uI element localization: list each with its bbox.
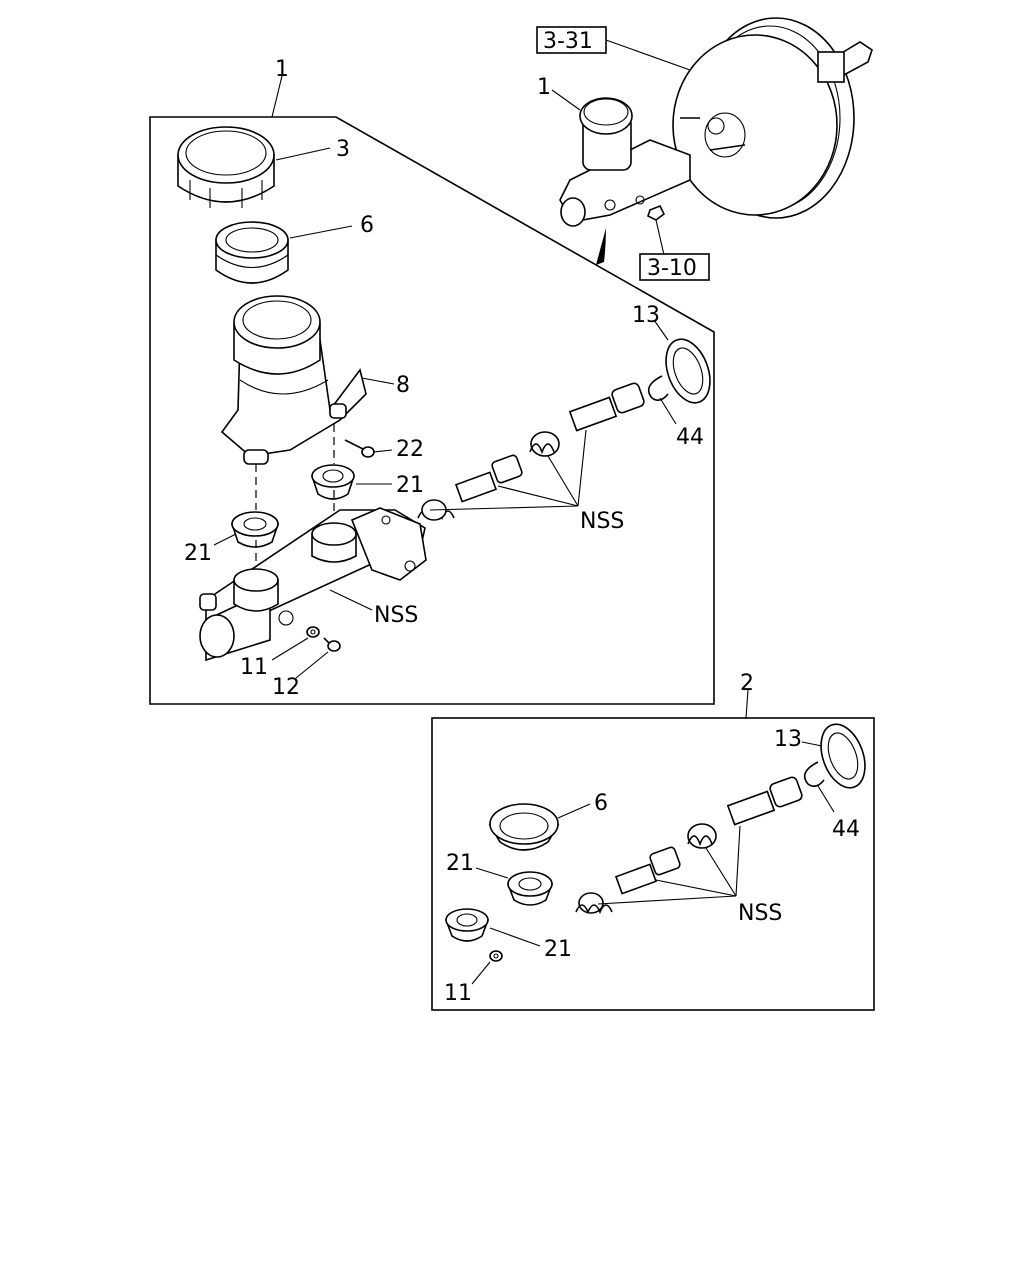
assembly-1-label: 1 — [275, 57, 289, 82]
master-cylinder-body: NSS — [199, 507, 427, 662]
clip-44-label: 44 — [676, 425, 704, 450]
springs-nss-label: NSS — [580, 509, 624, 534]
reservoir-seal: 6 — [215, 213, 374, 284]
fluid-reservoir: 8 — [220, 295, 410, 465]
clip-44: 44 — [647, 375, 704, 450]
seal-6-label: 6 — [360, 213, 374, 238]
kit-seal-6: 6 — [488, 791, 608, 851]
body-nss-label: NSS — [374, 603, 418, 628]
screw-22-label: 22 — [396, 437, 424, 462]
kit-nss-label: NSS — [738, 901, 782, 926]
seal-13-label: 13 — [632, 303, 660, 328]
kit-washer-11-label: 11 — [444, 981, 472, 1006]
bolt-12: 12 — [272, 637, 341, 700]
piston-spring-set-1: NSS — [417, 382, 645, 534]
grommet-21-left-label: 21 — [184, 541, 212, 566]
reservoir-label: 8 — [396, 373, 410, 398]
booster-ref-label: 3-31 — [543, 29, 593, 54]
kit-grommet-21-upper: 21 — [446, 851, 554, 906]
bolt-12-label: 12 — [272, 675, 300, 700]
reservoir-cap: 3 — [177, 126, 350, 208]
kit-washer-11: 11 — [444, 950, 503, 1006]
seal-13: 13 — [632, 303, 711, 404]
cap-label: 3 — [336, 137, 350, 162]
kit-clip-44: 44 — [803, 761, 860, 842]
kit-grommet-21-lower-label: 21 — [544, 937, 572, 962]
assembly-1-frame: 1 — [149, 57, 715, 705]
grommet-21-left: 21 — [184, 511, 280, 566]
kit-grommet-21-lower: 21 — [444, 908, 572, 962]
kit-seal-13-label: 13 — [774, 727, 802, 752]
grommet-21-right-label: 21 — [396, 473, 424, 498]
overview-assembly-label: 1 — [537, 75, 551, 100]
nut-ref-label: 3-10 — [647, 256, 697, 281]
kit-seal-6-label: 6 — [594, 791, 608, 816]
kit-clip-44-label: 44 — [832, 817, 860, 842]
kit-seal-13: 13 — [774, 723, 866, 789]
assembly-2-frame: 2 — [431, 671, 875, 1011]
assembly-2-label: 2 — [740, 671, 754, 696]
washer-11: 11 — [240, 626, 320, 680]
grommet-21-right: 21 — [310, 464, 424, 500]
kit-piston-spring-set: NSS — [575, 776, 803, 926]
screw-22: 22 — [344, 437, 424, 462]
brake-booster-overview: 1 3-31 3-10 — [536, 17, 873, 281]
kit-grommet-21-upper-label: 21 — [446, 851, 474, 876]
washer-11-label: 11 — [240, 655, 268, 680]
